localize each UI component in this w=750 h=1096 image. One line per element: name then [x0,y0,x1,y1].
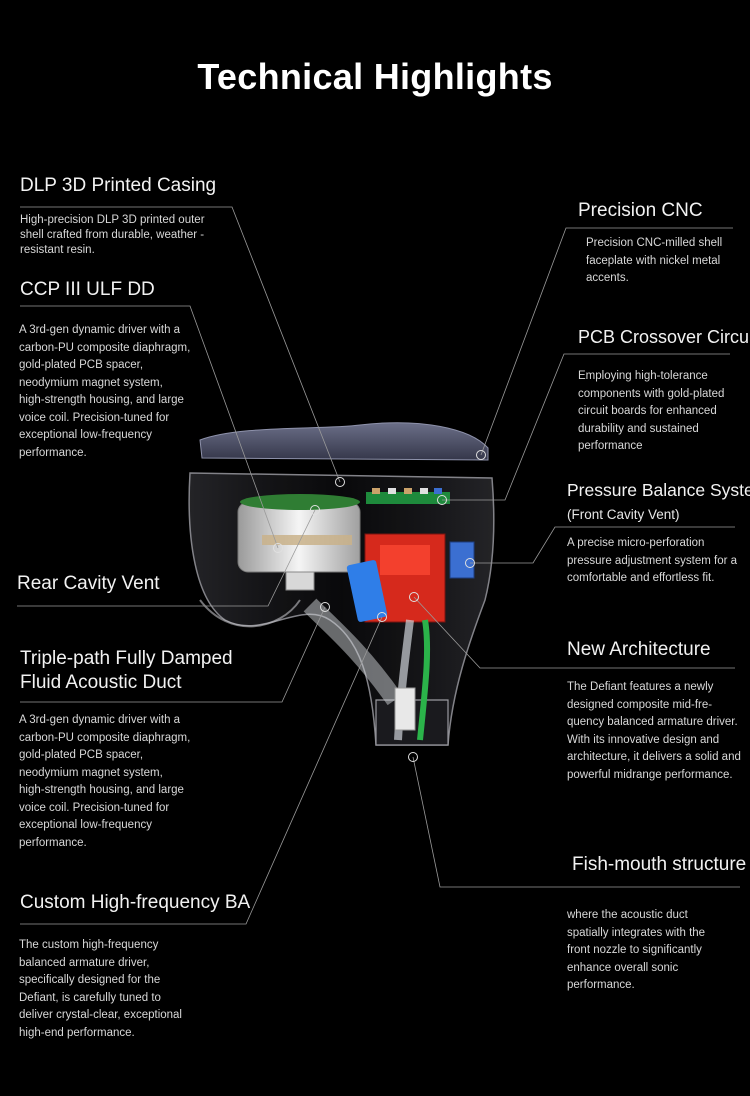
new-architecture-desc: The Defiant features a newly designed co… [567,681,741,781]
leader-lines [17,206,740,925]
page-title: Technical Highlights [197,56,553,97]
custom-ba-heading: Custom High-frequency BA [20,892,251,913]
hf-ba-driver [346,560,388,622]
acoustic-duct-desc: A 3rd-gen dynamic driver with a carbon-P… [19,714,191,849]
pcb-crossover-desc: Employing high-tolerance components with… [578,370,725,452]
precision-cnc-desc: Precision CNC-milled shell faceplate wit… [586,237,723,284]
ccp-driver-desc: A 3rd-gen dynamic driver with a carbon-P… [19,324,191,459]
pressure-balance-heading: Pressure Balance System [567,480,750,500]
pressure-balance-desc: A precise micro-perforation pressure adj… [567,537,738,584]
cnc-faceplate [199,422,489,461]
acoustic-duct-tubes [303,598,431,741]
pressure-balance-subheading: (Front Cavity Vent) [567,507,680,522]
fish-mouth-desc: where the acoustic duct spatially integr… [567,909,706,991]
fish-mouth-heading: Fish-mouth structure [572,854,747,875]
rear-cavity-vent-heading: Rear Cavity Vent [17,573,160,594]
precision-cnc-heading: Precision CNC [578,200,703,221]
leader-dots [273,450,486,762]
dlp-casing-desc: High-precision DLP 3D printed outer shel… [20,214,205,256]
acoustic-duct-heading: Triple-path Fully Damped Fluid Acoustic … [20,648,233,693]
pcb-board [366,488,450,504]
dynamic-driver [237,494,361,591]
dlp-casing-heading: DLP 3D Printed Casing [20,175,217,196]
pcb-crossover-heading: PCB Crossover Circuit [578,327,750,347]
ccp-driver-heading: CCP III ULF DD [20,279,155,300]
new-architecture-heading: New Architecture [567,639,711,660]
custom-ba-desc: The custom high-frequency balanced armat… [19,939,182,1039]
